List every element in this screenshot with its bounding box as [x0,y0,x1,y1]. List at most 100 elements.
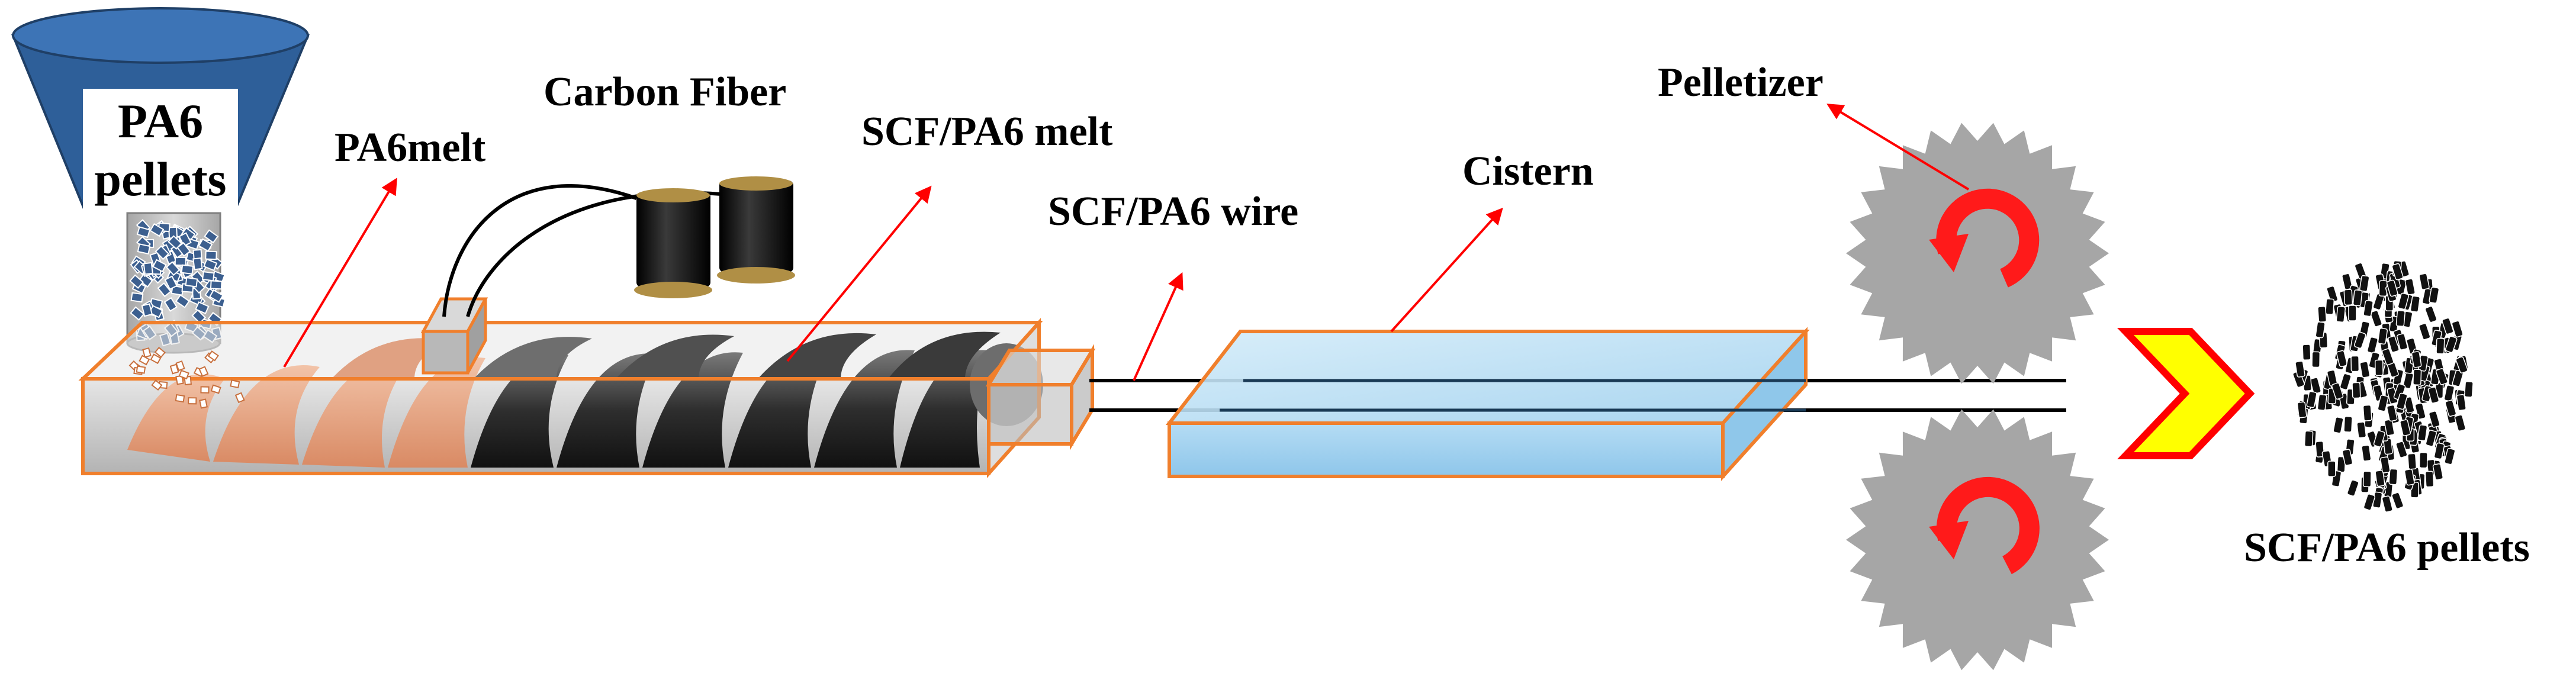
output-pellet [2419,273,2430,290]
output-pellet [2370,310,2382,327]
output-pellet [2343,289,2353,306]
falling-pellet [150,353,162,365]
output-pellet [2295,360,2305,378]
falling-pellet [199,398,208,409]
output-pellet [2375,469,2385,487]
hopper-pellet [176,241,191,257]
falling-pellet [200,386,210,394]
output-pellet [2380,456,2391,473]
output-pellet [2377,327,2388,345]
output-pellet [2395,441,2408,458]
direction-chevron-icon [2117,328,2255,459]
output-pellet [2429,286,2440,304]
output-pellet [2304,430,2314,447]
hopper-pellet [129,274,144,289]
output-pellet [2432,463,2443,481]
output-pellet [2436,337,2445,355]
hopper-pellet [192,257,203,270]
pelletizer-cutter-top [1846,123,2109,384]
pelletizer-cutter-bottom [1846,409,2109,671]
output-pellet [2381,495,2393,513]
cistern [1165,327,1810,481]
output-pellet [2362,404,2372,421]
extruder-barrel [78,297,1096,478]
output-pellet [2456,394,2466,411]
hopper-pellet [149,223,165,237]
output-pellet [2424,305,2437,323]
hopper-pellet [165,261,181,276]
arrow-cistern [1390,207,1503,333]
output-pellet [2419,452,2428,469]
hopper-pellet [143,262,153,275]
output-pellet [2451,320,2464,338]
output-pellet [2435,368,2448,385]
label-scf-pa6-melt: SCF/PA6 melt [861,109,1112,154]
output-pellet [2336,305,2346,323]
output-pellet [2359,361,2371,378]
output-pellet [2311,351,2321,368]
output-pellet [2464,381,2474,398]
output-pellet [2433,442,2445,460]
annotation-arrows [283,104,1970,381]
falling-pellet [139,355,150,366]
output-pellet [2419,323,2431,340]
falling-pellet [178,369,189,380]
output-pellet [2427,386,2440,404]
screw-back-flights [332,331,1001,379]
output-pellet [2445,336,2458,353]
falling-pellet [230,379,240,389]
output-pellet [2326,285,2339,303]
output-pellet [2400,419,2411,436]
output-pellet [2428,411,2440,428]
arrow-scf-pa6-wire [1133,272,1184,381]
hopper-pellet [178,232,192,247]
output-pellet [2350,355,2360,372]
arrow-pa6-melt [283,178,397,368]
output-pellet [2377,395,2389,412]
output-pellet [2363,494,2376,511]
output-pellet [2386,279,2398,297]
hopper-pellet [210,280,223,290]
falling-pellet [188,397,197,405]
output-pellet [2404,469,2415,486]
output-pellet [2455,356,2468,373]
output-pellets-cluster [2292,260,2474,513]
falling-pellet [169,363,179,375]
output-pellet [2404,278,2416,295]
hopper-label-line1: PA6 [118,94,203,148]
rotation-arrow-bottom-icon [1936,476,2040,575]
output-pellet [2397,292,2410,310]
output-pellet [2445,400,2457,417]
hopper-pellet [208,289,224,303]
hopper: PA6 pellets [11,7,310,354]
hopper-pellet [175,294,190,308]
output-pellet [2348,305,2357,321]
output-pellet [2297,401,2307,418]
hopper-pellet [201,271,215,282]
output-pellet [2363,299,2374,317]
output-pellet [2343,415,2353,433]
output-pellet [2395,310,2405,327]
label-pelletizer: Pelletizer [1658,60,1824,105]
carbon-fiber-spool-2 [717,176,795,283]
falling-pellet [142,347,152,358]
output-pellet [2361,444,2372,462]
output-pellet [2373,430,2385,447]
carbon-fiber-spool-1 [634,188,712,298]
output-pellet [2393,383,2406,401]
hopper-pellet [137,243,151,255]
label-scf-pa6-pellets: SCF/PA6 pellets [2244,525,2530,571]
hopper-pellet [174,256,187,266]
output-pellet [2356,421,2367,439]
output-pellet [2413,369,2422,386]
output-pellet [2391,492,2404,510]
output-pellet [2359,275,2370,292]
output-pellet [2336,350,2348,368]
hopper-pellet [141,303,153,317]
hopper-pellet [155,245,170,260]
output-pellet [2391,263,2404,281]
output-pellet [2442,317,2454,335]
output-pellet [2454,414,2466,431]
falling-pellet [175,360,185,372]
output-pellet [2342,449,2353,466]
